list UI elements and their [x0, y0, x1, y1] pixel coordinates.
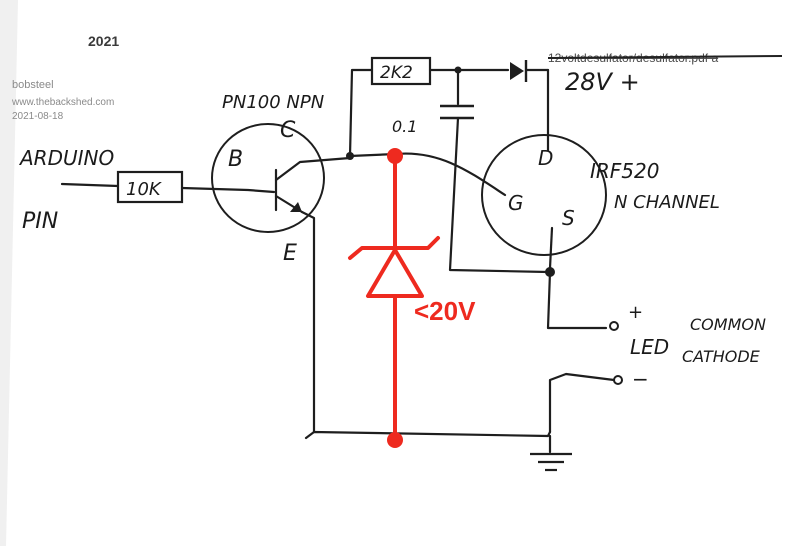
zener-voltage-label: <20V [414, 296, 476, 326]
capacitor-label: 0.1 [392, 117, 417, 136]
supply-label: 28V + [565, 68, 640, 96]
capacitor-bottom-wire [448, 116, 550, 274]
led-plus-terminal [609, 321, 619, 331]
base-wire [180, 186, 276, 194]
collector-up-wire [348, 68, 374, 158]
date-label: 2021-08-18 [12, 111, 64, 122]
supply-diode [510, 62, 524, 80]
site-label: www.thebackshed.com [11, 97, 114, 108]
file-reference-strike [547, 55, 783, 59]
zener-top-dot [387, 148, 403, 164]
resistor-10k-label: 10K [126, 179, 162, 200]
led-minus-label: − [632, 367, 649, 391]
emitter-to-ground-wire [300, 210, 316, 434]
led-note-cathode: CATHODE [682, 347, 761, 366]
base-label: B [228, 147, 243, 172]
mosfet-label: IRF520 [590, 159, 659, 183]
source-label: S [562, 206, 575, 230]
source-to-led-wire [546, 270, 608, 330]
mosfet-circle [481, 134, 607, 256]
source-wire [548, 226, 554, 270]
drain-label: D [538, 146, 553, 170]
emitter-arrow [290, 202, 302, 212]
pin-label: PIN [22, 209, 58, 234]
collector-label: C [280, 118, 296, 143]
resistor-2k2-label: 2K2 [380, 63, 413, 83]
mosfet-type-label: N CHANNEL [614, 192, 720, 213]
year-label: 2021 [88, 33, 119, 49]
led-note-common: COMMON [690, 315, 766, 334]
ground-rail [304, 430, 552, 440]
transistor-label: PN100 NPN [222, 92, 324, 113]
transistor-collector-lead [274, 156, 352, 182]
gate-label: G [508, 191, 524, 215]
led-minus-wire [548, 372, 616, 434]
arduino-label: ARDUINO [18, 146, 114, 170]
led-label: LED [630, 335, 669, 359]
author-label: bobsteel [12, 79, 54, 91]
paper-edge [0, 0, 18, 546]
led-plus-label: + [628, 302, 643, 323]
zener-bottom-dot [387, 432, 403, 448]
input-wire [60, 182, 120, 188]
emitter-label: E [283, 241, 297, 266]
zener-diode-bar [348, 236, 440, 260]
npn-transistor-circle [211, 123, 325, 233]
